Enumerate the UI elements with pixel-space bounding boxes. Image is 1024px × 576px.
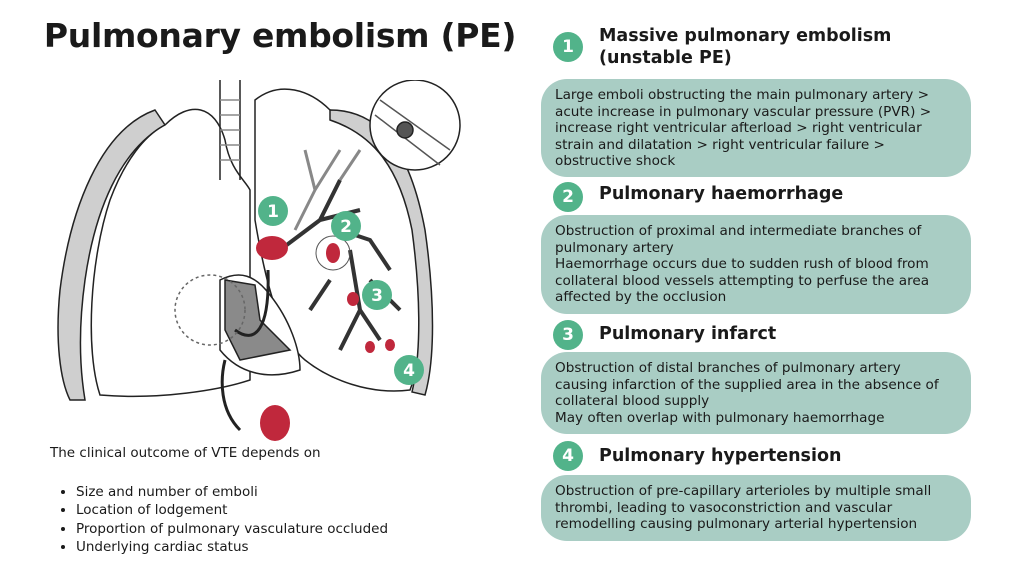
flow-arrow xyxy=(234,269,270,337)
section-4-description: Obstruction of pre-capillary arterioles … xyxy=(541,475,971,541)
flow-arrow xyxy=(220,359,242,432)
marker-4 xyxy=(394,355,424,385)
lung-illustration: 1 2 3 4 xyxy=(57,80,461,441)
page-title: Pulmonary embolism (PE) xyxy=(43,16,517,55)
list-item: Size and number of emboli xyxy=(76,483,388,501)
section-4-heading: Pulmonary hypertension xyxy=(599,446,842,466)
marker-4-label: 4 xyxy=(403,361,415,381)
marker-2-label: 2 xyxy=(340,217,352,237)
embolus xyxy=(260,405,290,441)
marker-1-label: 1 xyxy=(267,202,279,222)
list-item: Underlying cardiac status xyxy=(76,538,388,556)
marker-3-label: 3 xyxy=(371,286,383,306)
embolus xyxy=(347,292,359,306)
embolus xyxy=(256,236,288,260)
section-3-heading: Pulmonary infarct xyxy=(599,324,777,344)
emboli xyxy=(256,236,395,441)
section-3-number: 3 xyxy=(553,320,583,350)
section-2-description: Obstruction of proximal and intermediate… xyxy=(541,215,971,314)
section-2-number: 2 xyxy=(553,182,583,212)
ribcage-left xyxy=(57,109,167,401)
marker-3 xyxy=(362,280,392,310)
marker-1 xyxy=(258,196,288,226)
section-1-description: Large emboli obstructing the main pulmon… xyxy=(541,79,971,177)
embolus xyxy=(326,243,340,263)
marker-2 xyxy=(331,211,361,241)
right-ventricle xyxy=(224,279,292,361)
factor-list: Size and number of emboli Location of lo… xyxy=(58,483,388,556)
list-item: Proportion of pulmonary vasculature occl… xyxy=(76,520,388,538)
right-lung xyxy=(90,108,251,398)
section-3-description: Obstruction of distal branches of pulmon… xyxy=(541,352,971,434)
embolus xyxy=(365,341,375,353)
section-4-number: 4 xyxy=(553,441,583,471)
section-1-number: 1 xyxy=(553,32,583,62)
embolus xyxy=(385,339,395,351)
intro-text: The clinical outcome of VTE depends on xyxy=(50,445,321,461)
list-item: Location of lodgement xyxy=(76,501,388,519)
section-1-heading: Massive pulmonary embolism (unstable PE) xyxy=(599,26,892,68)
section-2-heading: Pulmonary haemorrhage xyxy=(599,184,844,204)
